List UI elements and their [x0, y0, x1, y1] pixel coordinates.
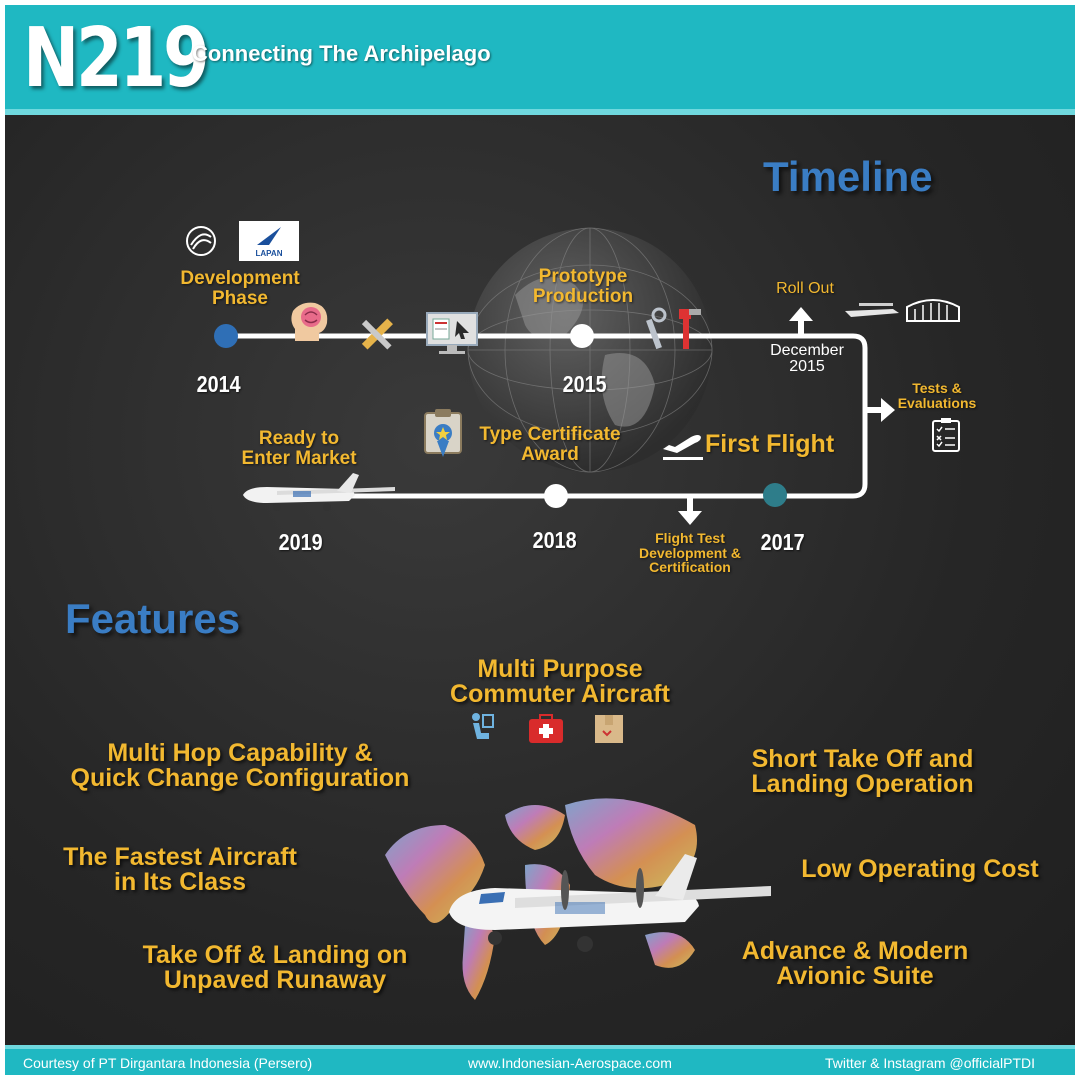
- footer-social[interactable]: Twitter & Instagram @officialPTDI: [825, 1055, 1036, 1071]
- milestone-year-2019: 2019: [278, 529, 323, 555]
- milestone-year-2018: 2018: [532, 527, 577, 553]
- milestone-label-ready-market: Ready to Enter Market: [241, 428, 357, 469]
- cargo-box-icon: [595, 715, 623, 743]
- milestone-dot-2015: [570, 324, 594, 348]
- feature-low-cost: Low Operating Cost: [801, 855, 1039, 883]
- ruler-pencil-icon: [361, 318, 393, 350]
- milestone-year-2017: 2017: [760, 529, 805, 555]
- certificate-icon: [424, 409, 462, 457]
- timeline-title: Timeline: [763, 153, 933, 200]
- passenger-seat-icon: [472, 713, 494, 739]
- ptdi-logo-icon: [186, 226, 216, 256]
- milestone-label-development: Development Phase: [180, 268, 300, 309]
- feature-fastest: The Fastest Aircraft in Its Class: [63, 843, 297, 896]
- footer-bar: Courtesy of PT Dirgantara Indonesia (Per…: [5, 1045, 1075, 1075]
- brain-idea-icon: [291, 302, 328, 341]
- medical-kit-icon: [529, 714, 563, 743]
- milestone-year-2014: 2014: [196, 371, 241, 397]
- milestone-date-rollout: December 2015: [770, 342, 844, 375]
- timeline-path: [214, 307, 895, 525]
- milestone-label-flight-test: Flight Test Development & Certification: [639, 530, 741, 576]
- n219-aircraft-small-icon: [243, 473, 395, 511]
- features-title: Features: [65, 595, 241, 642]
- feature-multi-purpose: Multi Purpose Commuter Aircraft: [450, 655, 670, 708]
- lapan-logo: LAPAN: [239, 221, 299, 261]
- milestone-dot-2014: [214, 324, 238, 348]
- milestone-label-first-flight: First Flight: [705, 430, 835, 458]
- tagline: Connecting The Archipelago: [192, 41, 491, 66]
- lapan-logo-text: LAPAN: [255, 249, 283, 258]
- wrench-tools-icon: [646, 307, 701, 350]
- chalkboard-panel: Timeline LAPAN: [5, 115, 1075, 1045]
- design-monitor-icon: [426, 312, 478, 354]
- footer-courtesy: Courtesy of PT Dirgantara Indonesia (Per…: [23, 1055, 313, 1071]
- milestone-label-tests: Tests & Evaluations: [897, 380, 977, 411]
- header-banner: N219 Connecting The Archipelago: [5, 5, 1075, 115]
- feature-multi-hop: Multi Hop Capability & Quick Change Conf…: [70, 739, 410, 792]
- milestone-dot-2017: [763, 483, 787, 507]
- milestone-label-rollout: Roll Out: [776, 280, 834, 297]
- milestone-year-2015: 2015: [562, 371, 607, 397]
- feature-short-takeoff: Short Take Off and Landing Operation: [751, 745, 974, 798]
- n219-aircraft-large-icon: [449, 854, 771, 952]
- globe-graphic: [467, 227, 713, 473]
- feature-unpaved: Take Off & Landing on Unpaved Runaway: [142, 941, 408, 994]
- milestone-dot-2018: [544, 484, 568, 508]
- footer-website[interactable]: www.Indonesian-Aerospace.com: [468, 1055, 672, 1071]
- checklist-icon: [932, 418, 960, 452]
- milestone-label-type-certificate: Type Certificate Award: [479, 424, 621, 465]
- n219-logo: N219: [23, 11, 210, 106]
- rollout-plane-hangar-icon: [845, 299, 960, 322]
- feature-avionics: Advance & Modern Avionic Suite: [741, 937, 969, 990]
- infographic: N219 Connecting The Archipelago: [5, 5, 1075, 1075]
- takeoff-plane-icon: [663, 435, 703, 460]
- milestone-label-prototype: Prototype Production: [532, 266, 634, 307]
